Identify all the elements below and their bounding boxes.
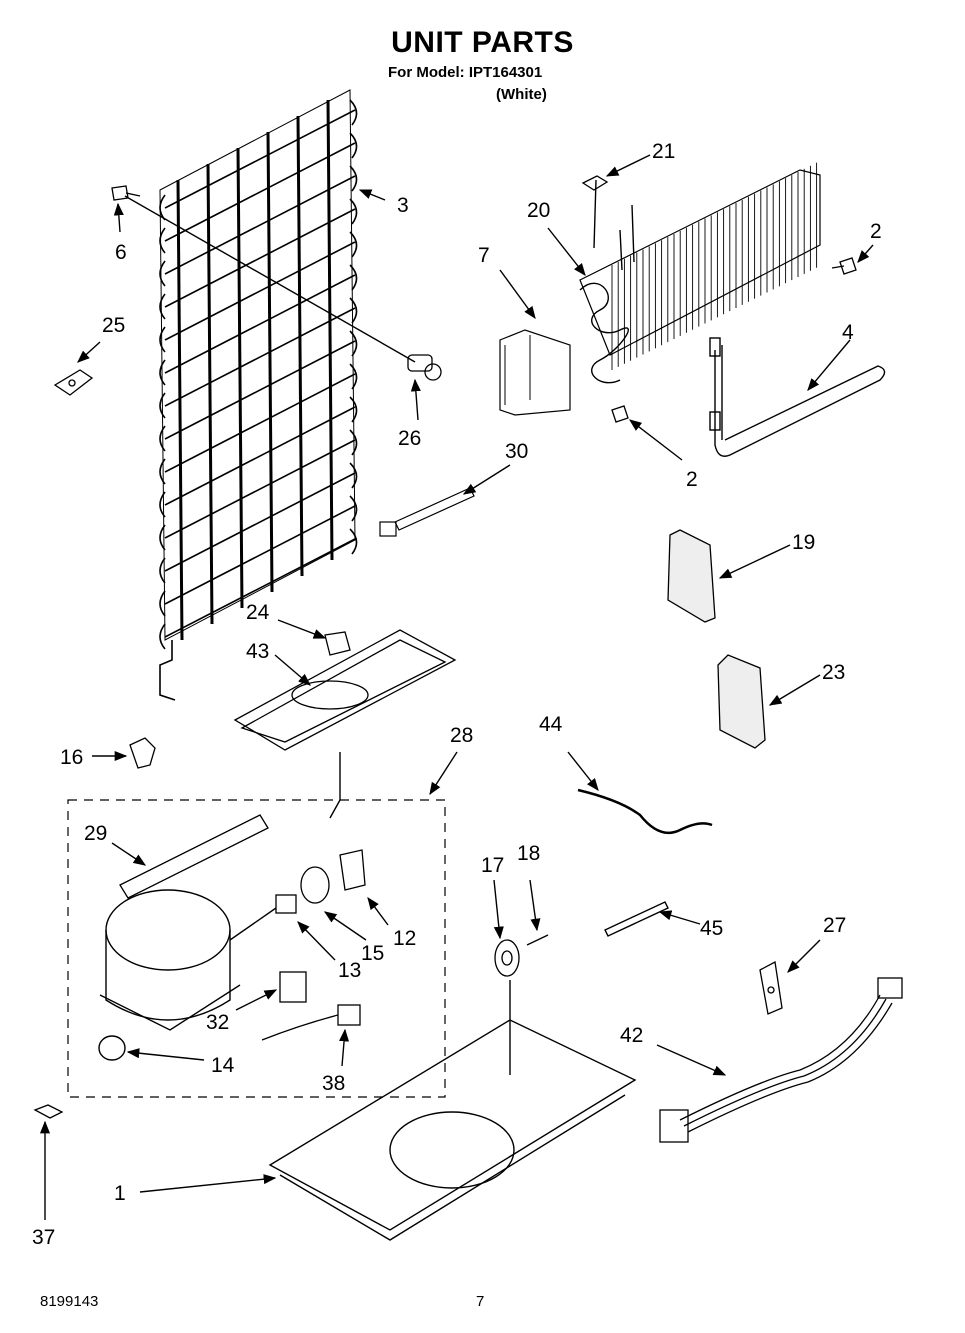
coil-tube [164, 538, 356, 638]
callout-37: 37 [32, 1226, 55, 1249]
callout-38: 38 [322, 1072, 345, 1095]
callout-14: 14 [211, 1054, 235, 1077]
callout-21: 21 [652, 140, 675, 163]
tube-44 [577, 788, 713, 835]
coil-tube [164, 241, 356, 341]
coil-wire [296, 115, 304, 577]
drier-29 [119, 814, 269, 899]
callout-23: 23 [822, 661, 845, 684]
coil-tube [164, 373, 356, 473]
callout-26: 26 [398, 427, 421, 450]
callout-42: 42 [620, 1024, 643, 1047]
callout-2-bottom: 2 [686, 468, 698, 491]
defrost-heater [709, 337, 886, 457]
coil-loop [159, 231, 358, 353]
callout-17: 17 [481, 854, 504, 877]
condenser-coil [159, 89, 358, 701]
callout-7: 7 [478, 244, 490, 267]
coil-wire [206, 163, 214, 625]
coil-loop [159, 297, 358, 419]
foam-19 [667, 529, 716, 623]
drain-pan-43 [233, 629, 457, 751]
callout-2-top: 2 [870, 220, 882, 243]
screw-2-top [831, 257, 857, 275]
callout-30: 30 [505, 440, 528, 463]
color-line: (White) [496, 86, 547, 103]
page-title: UNIT PARTS [391, 26, 574, 59]
model-line: For Model: IPT164301 [388, 64, 543, 81]
callout-6: 6 [115, 241, 127, 264]
coil-tube [164, 142, 356, 242]
coil-tube [164, 208, 356, 308]
bracket-25 [53, 369, 94, 396]
screw-2-bottom [611, 405, 629, 423]
coil-tube [164, 109, 356, 209]
coil-tube [164, 505, 356, 605]
coil-tube [164, 406, 356, 506]
coil-wire [236, 147, 244, 609]
callout-13: 13 [338, 959, 361, 982]
callout-19: 19 [792, 531, 815, 554]
fan-17-18 [494, 934, 549, 977]
relay-parts [261, 849, 366, 1041]
callout-4: 4 [842, 321, 854, 344]
coil-loop [159, 330, 358, 452]
coil-tube [164, 439, 356, 539]
coil-loop [159, 264, 358, 386]
coil-wire [266, 131, 274, 593]
page-number: 7 [476, 1293, 485, 1310]
doc-number: 8199143 [40, 1293, 99, 1310]
callout-12: 12 [393, 927, 416, 950]
coil-wire [326, 99, 334, 561]
tube-45 [604, 901, 669, 937]
coil-tube [164, 472, 356, 572]
coil-tube [164, 274, 356, 374]
coil-loop [159, 198, 358, 320]
evaporator [499, 162, 821, 416]
coil-wire [176, 179, 184, 641]
callout-24: 24 [246, 601, 270, 624]
callout-25: 25 [102, 314, 125, 337]
coil-loop [159, 528, 358, 650]
callout-27: 27 [823, 914, 846, 937]
coil-tube [164, 175, 356, 275]
callout-45: 45 [700, 917, 723, 940]
coil-loop [159, 462, 358, 584]
leader-lines [39, 154, 874, 1220]
tie-30 [379, 487, 475, 537]
callout-43: 43 [246, 640, 269, 663]
coil-loop [159, 495, 358, 617]
base-pan-1 [268, 1019, 637, 1241]
callout-1: 1 [114, 1182, 126, 1205]
callout-28: 28 [450, 724, 473, 747]
grommet-26 [407, 354, 442, 381]
clip-37 [33, 1104, 64, 1119]
bracket-27 [759, 960, 783, 1015]
coil-tube [164, 340, 356, 440]
callout-20: 20 [527, 199, 550, 222]
harness-42 [659, 977, 903, 1143]
callout-18: 18 [517, 842, 540, 865]
clip-16 [129, 737, 156, 769]
coil-loop [159, 396, 358, 518]
callout-44: 44 [539, 713, 563, 736]
screw-6 [111, 185, 141, 201]
callout-16: 16 [60, 746, 83, 769]
callout-15: 15 [361, 942, 384, 965]
callout-labels: 1 2 2 3 4 6 7 12 13 14 15 16 17 18 19 20… [32, 140, 882, 1249]
callout-32: 32 [206, 1011, 229, 1034]
coil-loop [159, 363, 358, 485]
foam-23 [717, 654, 766, 749]
coil-tube [164, 307, 356, 407]
compressor-14 [98, 889, 241, 1061]
coil-loop [159, 429, 358, 551]
callout-3: 3 [397, 194, 409, 217]
coil-loop [159, 132, 358, 254]
coil-loop [159, 165, 358, 287]
callout-29: 29 [84, 822, 107, 845]
